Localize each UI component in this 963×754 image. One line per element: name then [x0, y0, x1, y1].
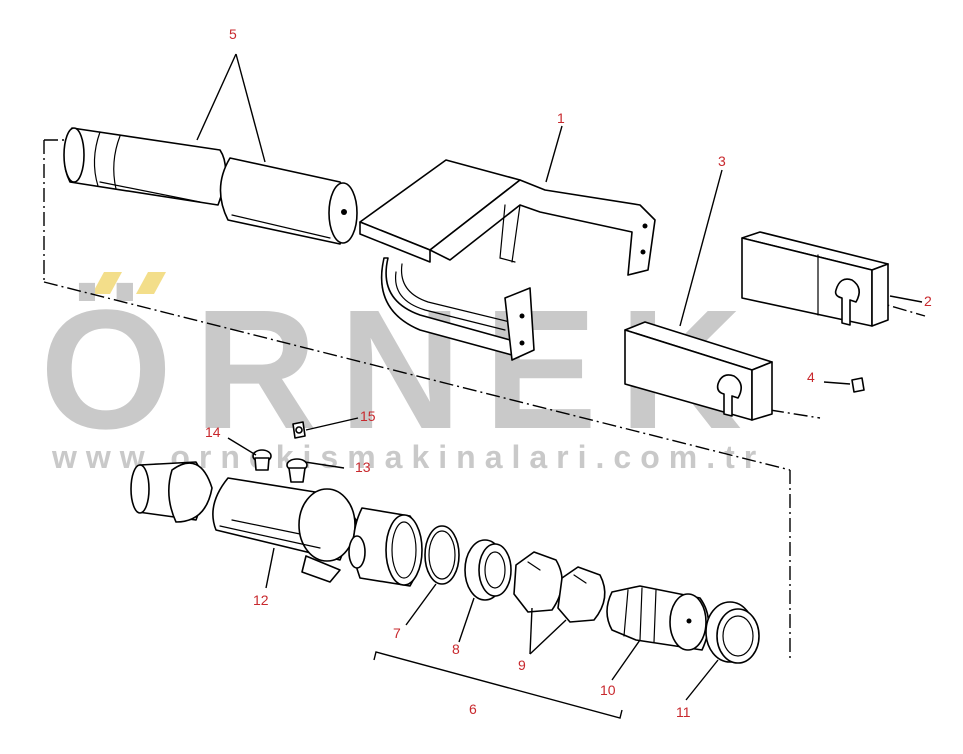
leader-lines: [196, 53, 923, 719]
part-8-bushing: [464, 539, 512, 601]
callout-13: 13: [355, 459, 371, 475]
part-1-bracket: [359, 159, 656, 361]
callout-4: 4: [807, 369, 815, 385]
callout-1: 1: [557, 110, 565, 126]
callout-3: 3: [718, 153, 726, 169]
part-6-piston-assembly: [348, 507, 423, 587]
watermark-accent-right: [136, 272, 166, 294]
callout-10: 10: [600, 682, 616, 698]
part-5-pins: [63, 127, 358, 245]
part-13-plug: [286, 458, 308, 483]
callout-2: 2: [924, 293, 932, 309]
part-4-screw: [851, 377, 865, 393]
callout-15: 15: [360, 408, 376, 424]
callouts: 5 1 3 2 4 15 14 13 12 7 8 9 10 6 11: [205, 26, 932, 720]
part-15-fitting: [292, 421, 306, 439]
callout-14: 14: [205, 424, 221, 440]
part-9-collets: [513, 551, 606, 623]
callout-12: 12: [253, 592, 269, 608]
callout-7: 7: [393, 625, 401, 641]
callout-9: 9: [518, 657, 526, 673]
callout-5: 5: [229, 26, 237, 42]
watermark-accent-left: [92, 272, 122, 294]
callout-8: 8: [452, 641, 460, 657]
part-2-block: [741, 231, 889, 327]
part-12-housing: [130, 461, 357, 583]
callout-11: 11: [676, 704, 691, 720]
part-11-ring: [705, 601, 760, 664]
part-3-block: [624, 321, 773, 421]
part-14-plug: [252, 449, 272, 471]
callout-6: 6: [469, 701, 477, 717]
part-10-piston: [606, 585, 710, 651]
part-7-ring: [424, 525, 460, 585]
